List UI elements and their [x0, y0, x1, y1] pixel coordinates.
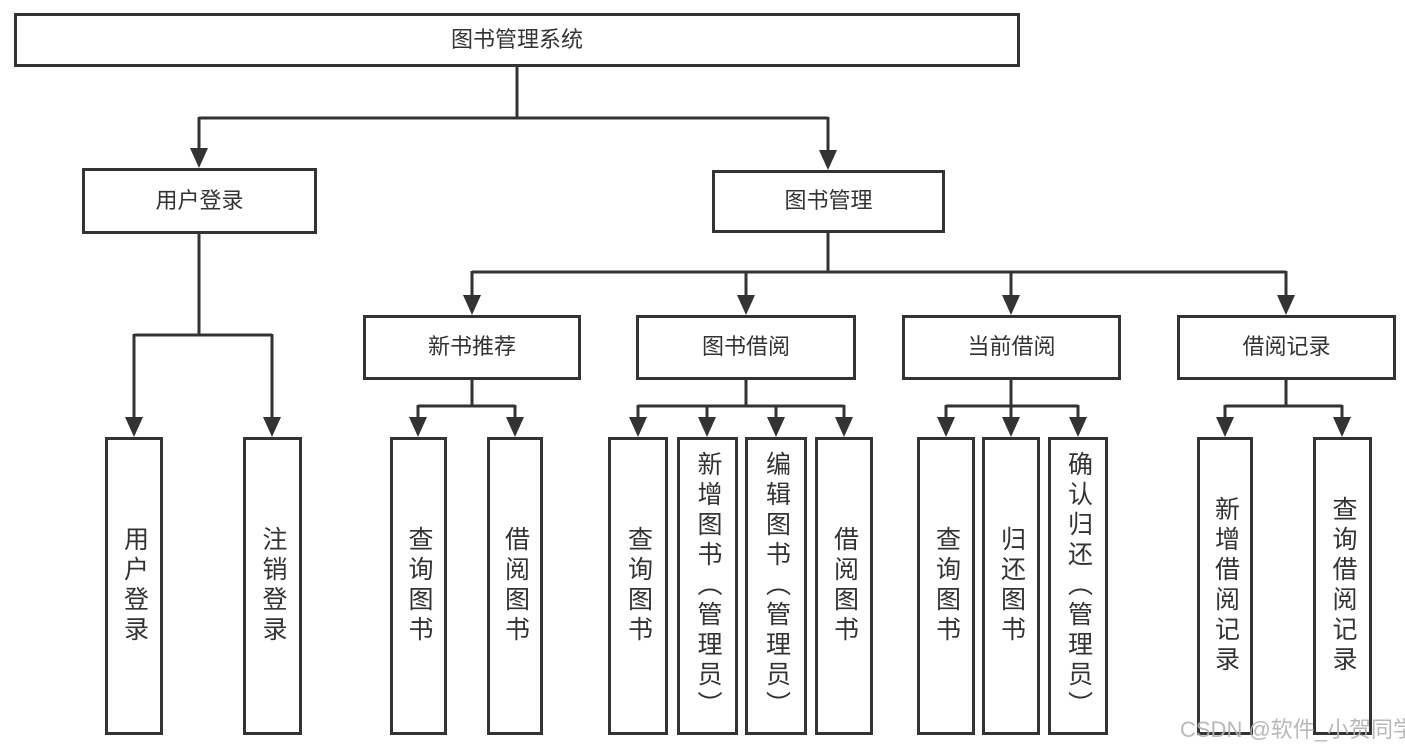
- leaf-borrow-edit-books-admin: 编辑图书（管理员）: [745, 437, 807, 735]
- node-borrow-records: 借阅记录: [1177, 315, 1396, 380]
- leaf-recommend-borrow-books: 借阅图书: [487, 437, 543, 735]
- node-new-book-recommend: 新书推荐: [363, 315, 581, 380]
- leaf-borrow-add-books-admin: 新增图书（管理员）: [677, 437, 738, 735]
- leaf-borrow-borrow-books: 借阅图书: [815, 437, 873, 735]
- leaf-logout: 注销登录: [243, 437, 302, 735]
- leaf-records-add-record: 新增借阅记录: [1197, 437, 1253, 735]
- node-book-borrow: 图书借阅: [636, 315, 856, 380]
- node-current-borrow: 当前借阅: [902, 315, 1121, 380]
- leaf-current-return-books: 归还图书: [982, 437, 1040, 735]
- node-root-system: 图书管理系统: [14, 13, 1020, 67]
- leaf-records-query-record: 查询借阅记录: [1313, 437, 1372, 735]
- node-user-login: 用户登录: [82, 168, 317, 234]
- leaf-user-login: 用户登录: [105, 437, 163, 735]
- leaf-current-query-books: 查询图书: [917, 437, 975, 735]
- leaf-current-confirm-return-admin: 确认归还（管理员）: [1048, 437, 1108, 735]
- csdn-watermark: CSDN @软件_小贺同学: [1180, 717, 1405, 742]
- leaf-recommend-query-books: 查询图书: [390, 437, 447, 735]
- leaf-borrow-query-books: 查询图书: [608, 437, 668, 735]
- node-book-management: 图书管理: [712, 170, 945, 233]
